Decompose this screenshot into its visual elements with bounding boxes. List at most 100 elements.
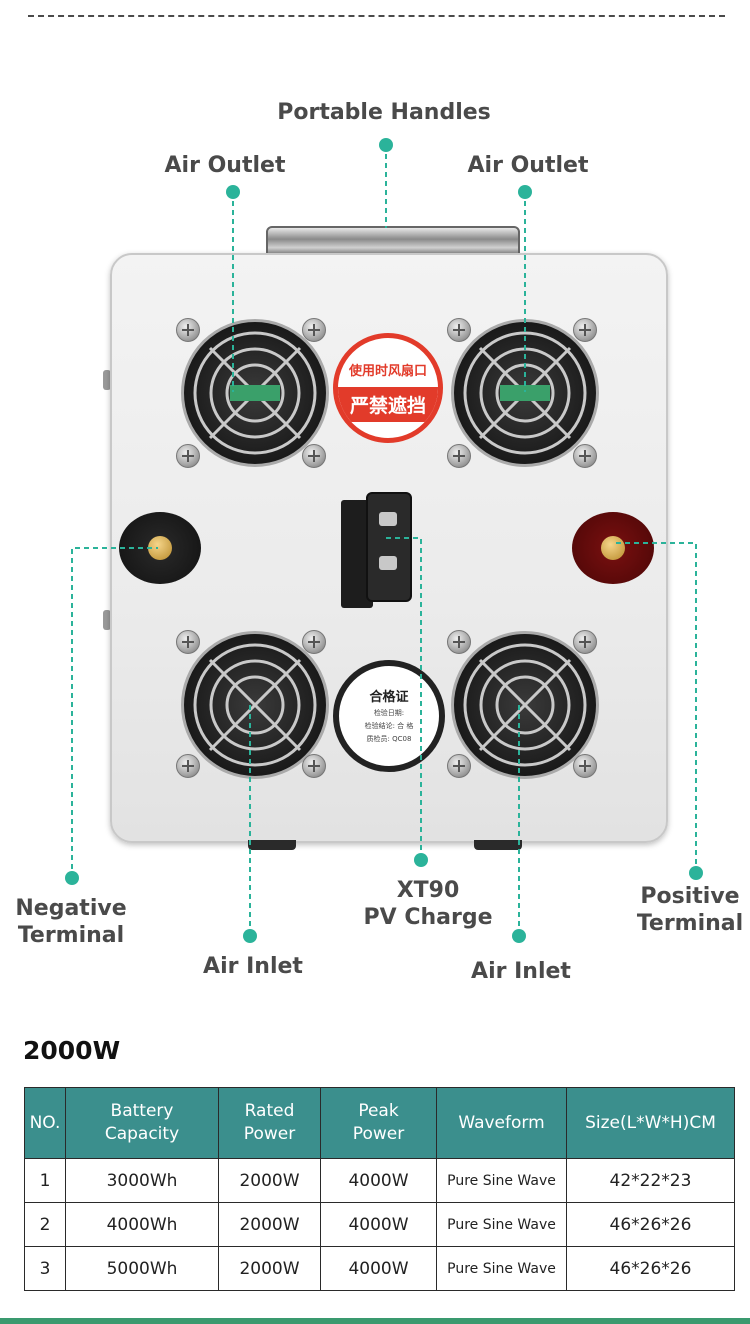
qc-certificate-sticker: 合格证 检验日期: 检验结论: 合 格 质检员: QC08 (333, 660, 445, 772)
table-header-cell: NO. (24, 1087, 66, 1159)
callout-line-negative (71, 547, 158, 878)
screw-icon (302, 754, 326, 778)
screw-icon (573, 444, 597, 468)
screw-icon (573, 754, 597, 778)
callout-line1: Negative (15, 896, 127, 921)
fan-hub-sticker (230, 385, 280, 401)
screw-icon (176, 754, 200, 778)
table-cell: 46*26*26 (566, 1202, 735, 1247)
xt90-pin (379, 556, 397, 570)
screw-icon (302, 444, 326, 468)
table-cell: 3000Wh (65, 1158, 219, 1203)
screw-icon (176, 318, 200, 342)
table-cell: Pure Sine Wave (436, 1246, 567, 1291)
callout-air-inlet-right: Air Inlet (471, 959, 571, 984)
callout-dot-icon (414, 853, 428, 867)
bottom-accent-bar (0, 1318, 750, 1324)
callout-line-xt90 (386, 537, 422, 860)
header-line: Rated (244, 1101, 295, 1121)
table-cell: 4000W (320, 1202, 437, 1247)
table-cell: Pure Sine Wave (436, 1202, 567, 1247)
callout-dot-icon (243, 929, 257, 943)
table-cell: 4000W (320, 1246, 437, 1291)
header-line: Waveform (458, 1112, 545, 1133)
fan-grill-icon (193, 643, 317, 767)
callout-positive-terminal: Positive Terminal (637, 883, 743, 937)
table-cell: 42*22*23 (566, 1158, 735, 1203)
table-cell: 2 (24, 1202, 66, 1247)
screw-icon (573, 630, 597, 654)
screw-icon (573, 318, 597, 342)
terminal-bolt-icon (601, 536, 625, 560)
callout-line1: XT90 (396, 878, 460, 903)
fan-warning-sticker: 使用时风扇口 严禁遮挡 (333, 333, 443, 443)
device-foot (248, 840, 296, 850)
table-header-cell: Waveform (436, 1087, 567, 1159)
cert-line: 检验日期: (373, 709, 405, 717)
screw-icon (447, 444, 471, 468)
table-cell: Pure Sine Wave (436, 1158, 567, 1203)
table-header-cell: Size(L*W*H)CM (566, 1087, 735, 1159)
screw-icon (176, 630, 200, 654)
table-cell: 1 (24, 1158, 66, 1203)
callout-dot-icon (65, 871, 79, 885)
device-foot (474, 840, 522, 850)
callout-air-inlet-left: Air Inlet (203, 954, 303, 979)
header-line: Battery (110, 1101, 174, 1121)
section-title: 2000W (23, 1036, 121, 1065)
callout-negative-terminal: Negative Terminal (15, 895, 126, 949)
table-cell: 46*26*26 (566, 1246, 735, 1291)
header-line: Peak (358, 1101, 399, 1121)
callout-air-outlet-right: Air Outlet (467, 153, 589, 178)
table-cell: 2000W (218, 1202, 321, 1247)
top-separator (28, 15, 725, 17)
table-cell: 4000Wh (65, 1202, 219, 1247)
screw-icon (447, 630, 471, 654)
table-cell: 2000W (218, 1246, 321, 1291)
callout-dot-icon (226, 185, 240, 199)
warning-main-text: 严禁遮挡 (338, 387, 438, 422)
screw-icon (302, 630, 326, 654)
callout-line-positive (613, 542, 697, 873)
screw-icon (176, 444, 200, 468)
xt90-pin (379, 512, 397, 526)
callout-line2: Terminal (17, 923, 125, 948)
callout-dot-icon (512, 929, 526, 943)
callout-xt90-pv-charge: XT90 PV Charge (364, 877, 493, 931)
table-cell: 2000W (218, 1158, 321, 1203)
fan-hub-sticker (500, 385, 550, 401)
header-line: Power (243, 1124, 296, 1144)
callout-air-outlet-left: Air Outlet (164, 153, 286, 178)
header-line: Capacity (104, 1124, 180, 1144)
callout-line2: PV Charge (363, 905, 493, 930)
screw-icon (447, 754, 471, 778)
screw-icon (447, 318, 471, 342)
callout-portable-handles: Portable Handles (277, 100, 491, 125)
callout-dot-icon (689, 866, 703, 880)
callout-dot-icon (518, 185, 532, 199)
table-cell: 5000Wh (65, 1246, 219, 1291)
callout-lines (65, 138, 703, 943)
callout-dot-icon (379, 138, 393, 152)
warning-top-text: 使用时风扇口 (348, 364, 427, 379)
callout-line1: Positive (640, 884, 740, 909)
cert-line: 检验结论: 合 格 (364, 722, 414, 730)
screw-icon (302, 318, 326, 342)
header-line: NO. (29, 1112, 61, 1133)
fan-grill-icon (463, 643, 587, 767)
positive-terminal (572, 512, 654, 584)
callout-line2: Terminal (636, 911, 744, 936)
cert-line: 质检员: QC08 (366, 735, 412, 743)
header-line: Power (352, 1124, 405, 1144)
cert-title: 合格证 (369, 690, 409, 705)
side-bracket (103, 370, 111, 390)
